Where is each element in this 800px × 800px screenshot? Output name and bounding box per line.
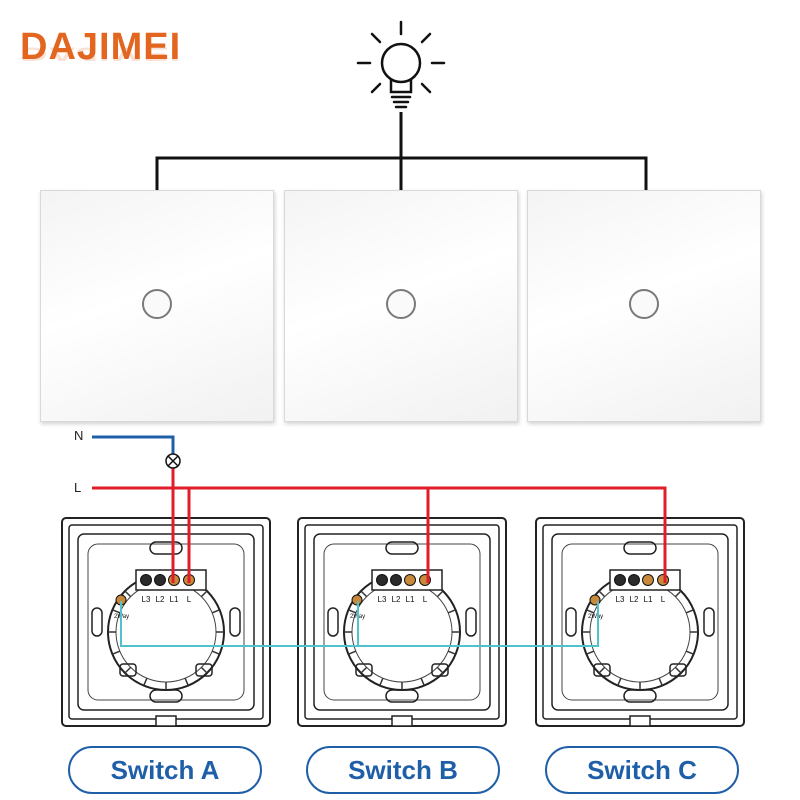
neutral-label: N [74, 428, 84, 443]
module-c: L3 L2 L1 L 2Way [535, 517, 745, 727]
terminal-label: L3 [142, 595, 151, 604]
module-frame-outer [535, 517, 745, 727]
module-frame-outer [297, 517, 507, 727]
glass-panel-a [40, 190, 274, 422]
glass-panel-b [284, 190, 518, 422]
terminal-label: L2 [630, 595, 639, 604]
touch-button-b[interactable] [386, 289, 416, 319]
terminal-label: L2 [156, 595, 165, 604]
terminal-label: L3 [378, 595, 387, 604]
live-wire [92, 468, 667, 583]
brand-logo: DAJIMEI [20, 26, 182, 68]
module-frame-outer [61, 517, 271, 727]
terminal-label: L3 [616, 595, 625, 604]
terminal-label: L1 [644, 595, 653, 604]
terminal-label: L1 [406, 595, 415, 604]
light-bulb-icon [356, 20, 446, 109]
terminal-label: L1 [170, 595, 179, 604]
two-way-label: 2Way [588, 614, 603, 620]
traveler-wire [120, 601, 599, 647]
terminal-label: L [423, 595, 428, 604]
switch-b-button[interactable]: Switch B [306, 746, 500, 794]
touch-button-c[interactable] [629, 289, 659, 319]
switch-c-button[interactable]: Switch C [545, 746, 739, 794]
touch-button-a[interactable] [142, 289, 172, 319]
load-wiring [155, 112, 648, 190]
terminal-label: L [187, 595, 192, 604]
live-label: L [74, 480, 82, 495]
neutral-wire [92, 435, 175, 454]
terminal-label: L [661, 595, 666, 604]
glass-panel-c [527, 190, 761, 422]
neutral-terminal-icon [165, 453, 181, 469]
switch-a-button[interactable]: Switch A [68, 746, 262, 794]
terminal-label: L2 [392, 595, 401, 604]
